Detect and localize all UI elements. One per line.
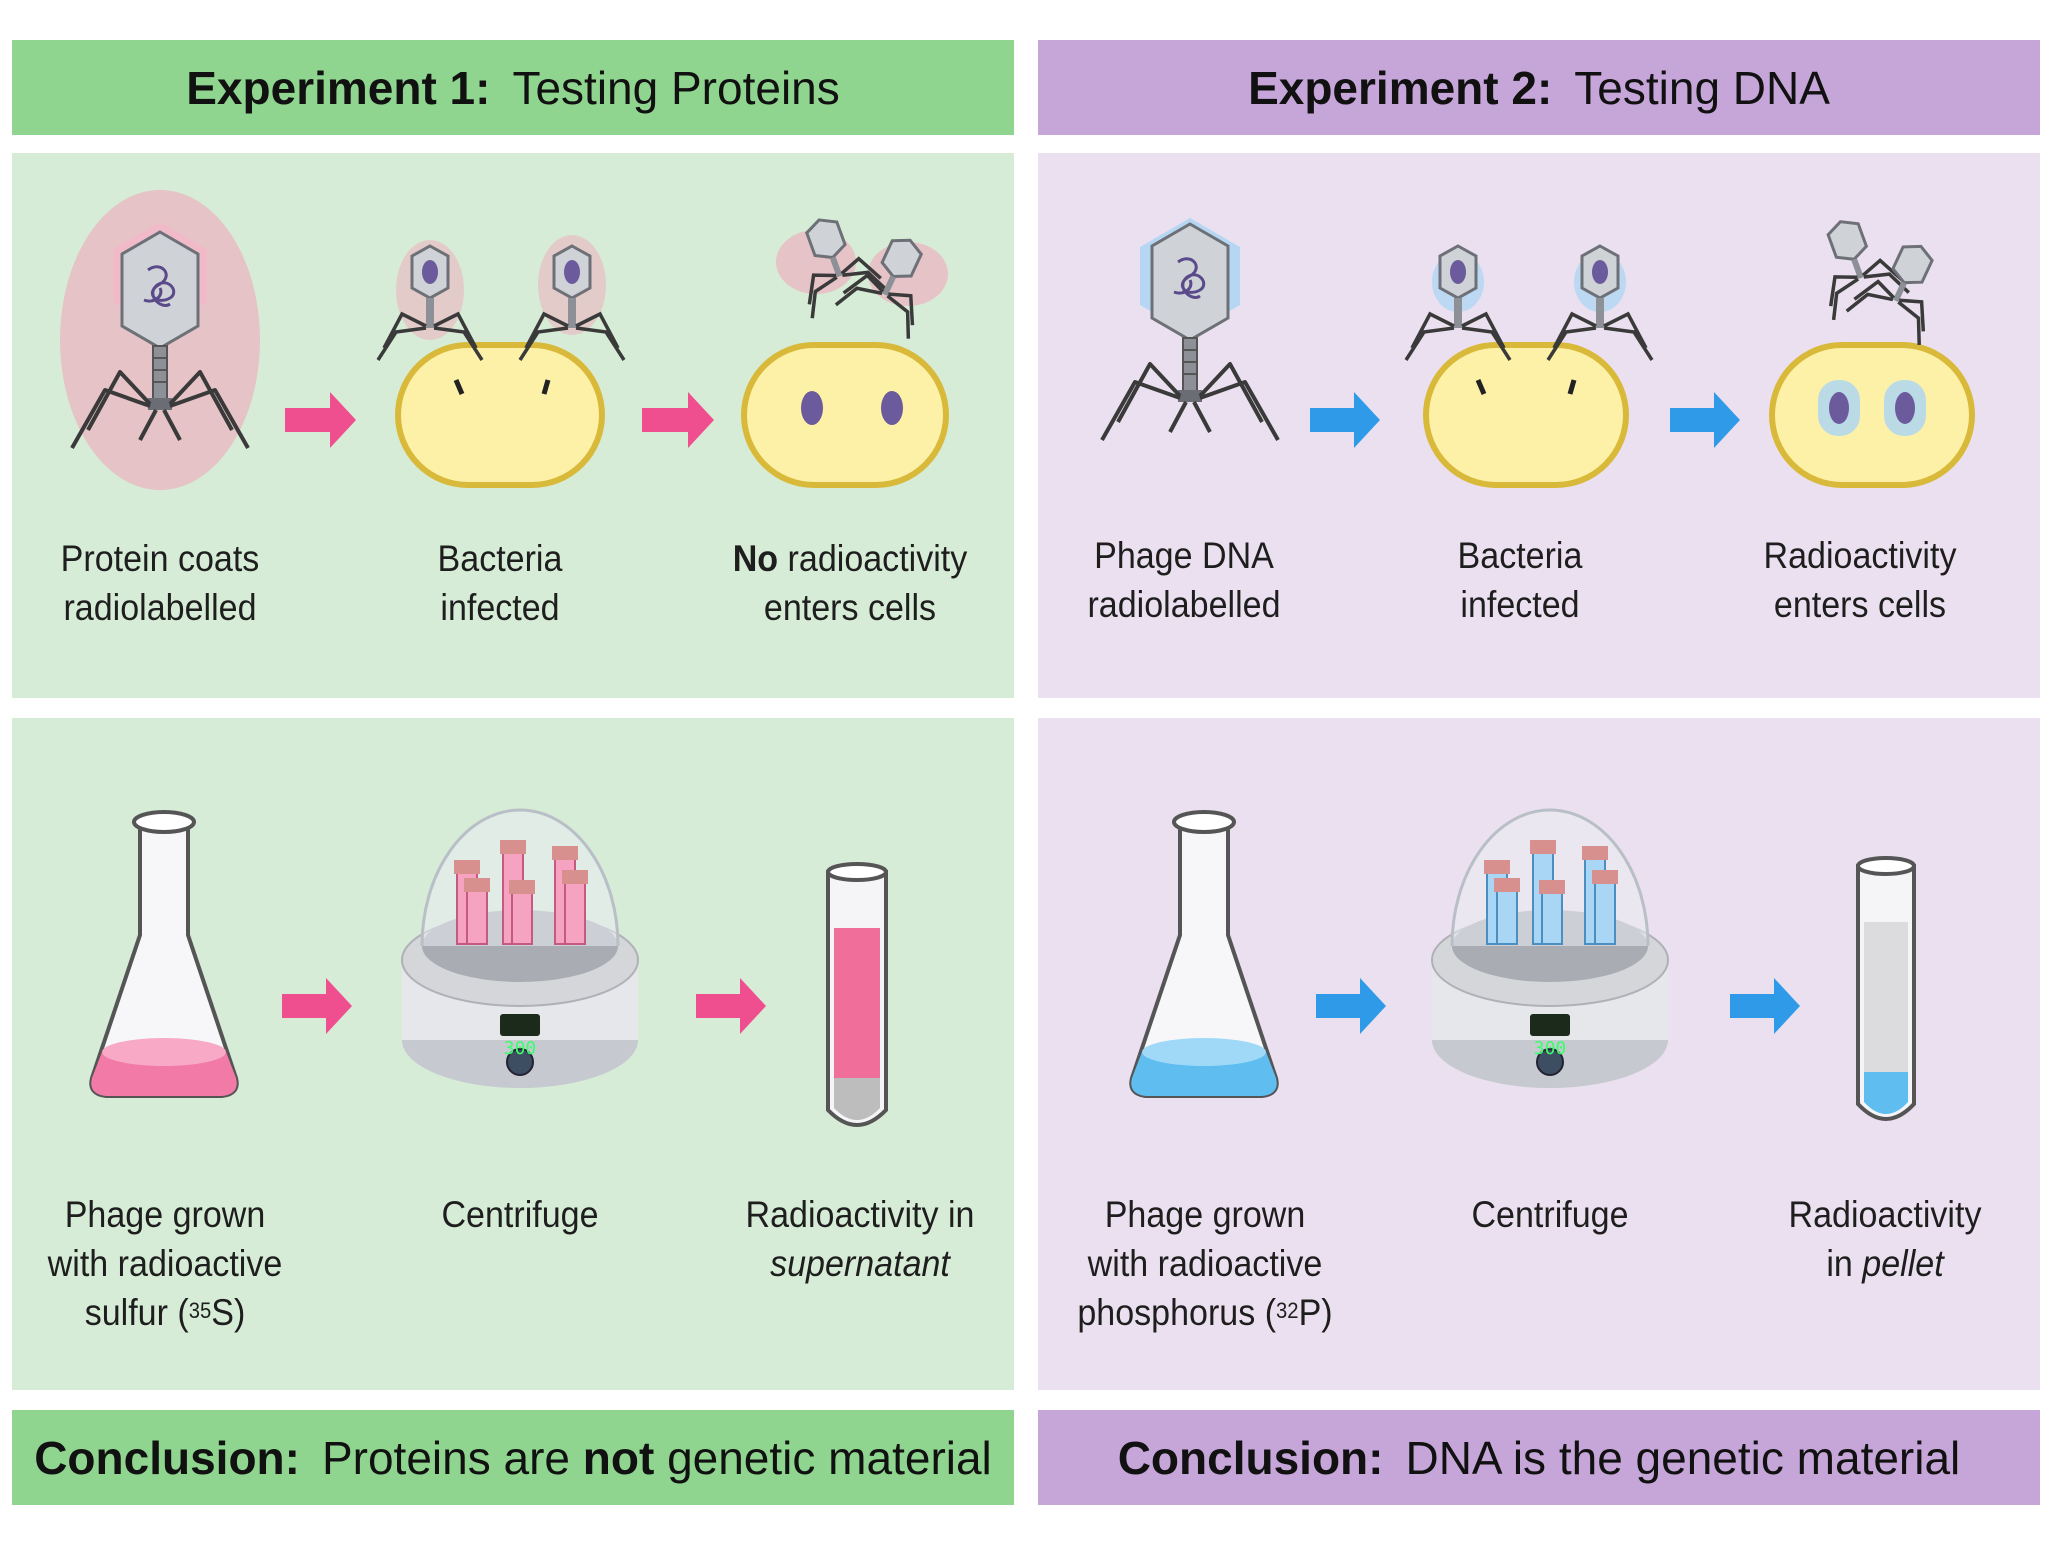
exp2-phage-blue-label-icon bbox=[1100, 218, 1280, 442]
exp1-infected-bacterium-icon bbox=[376, 235, 626, 488]
exp2-infected-bacterium-icon bbox=[1404, 244, 1654, 488]
exp2-conclusion: Conclusion: DNA is the genetic material bbox=[1038, 1410, 2040, 1505]
exp2-arrow-icon-4 bbox=[1730, 978, 1800, 1034]
exp1-test-tube-icon bbox=[826, 862, 888, 1127]
exp2-arrow-icon-3 bbox=[1316, 978, 1386, 1034]
exp1-arrow-icon-2 bbox=[642, 392, 714, 448]
exp2-step1-label: Phage DNA radiolabelled bbox=[1087, 535, 1281, 625]
exp2-test-tube-icon bbox=[1856, 856, 1916, 1121]
exp2-header-bold: Experiment 2: bbox=[1248, 61, 1553, 114]
exp1-step3-label: No radioactivity enters cells bbox=[732, 538, 968, 628]
exp2-header: Experiment 2: Testing DNA bbox=[1038, 40, 2040, 135]
exp1-header-bar bbox=[12, 40, 1014, 135]
exp2-centrifuge-icon bbox=[1430, 808, 1670, 1090]
exp1-conclusion-post: genetic material bbox=[667, 1431, 992, 1484]
exp2-bacterium-result-icon bbox=[1769, 206, 1975, 488]
exp1-conclusion: Conclusion: Proteins are not genetic mat… bbox=[12, 1410, 1014, 1505]
exp1-step1-label: Protein coats radiolabelled bbox=[60, 538, 260, 628]
exp1-conclusion-pre: Proteins are bbox=[321, 1431, 570, 1484]
exp1-arrow-icon-3 bbox=[282, 978, 352, 1034]
exp1-bottom-step2-label: Centrifuge bbox=[441, 1194, 599, 1235]
exp2-conclusion-text: DNA is the genetic material bbox=[1405, 1431, 1961, 1484]
exp2-conclusion-bold: Conclusion: bbox=[1117, 1431, 1384, 1484]
exp1-header-bold: Experiment 1: bbox=[186, 61, 491, 114]
exp1-centrifuge-display: 300 bbox=[504, 1038, 537, 1059]
exp2-bottom-step1-label: Phage grown with radioactive phosphorus … bbox=[1077, 1194, 1333, 1333]
exp2-header-text: Testing DNA bbox=[1574, 61, 1830, 114]
exp2-step3-label: Radioactivity enters cells bbox=[1763, 535, 1957, 625]
exp1-phage-pink-label-icon bbox=[60, 190, 260, 490]
exp1-step2-label: Bacteria infected bbox=[437, 538, 563, 628]
exp2-centrifuge-display: 300 bbox=[1534, 1038, 1567, 1059]
exp1-arrow-icon-1 bbox=[285, 392, 356, 448]
exp1-bacterium-result-icon bbox=[741, 204, 949, 488]
exp1-header: Experiment 1: Testing Proteins bbox=[12, 40, 1014, 135]
exp2-header-bar bbox=[1038, 40, 2040, 135]
exp1-conclusion-bold: Conclusion: bbox=[34, 1431, 300, 1484]
exp1-conclusion-emph: not bbox=[582, 1431, 655, 1484]
exp1-bottom-step3-label: Radioactivity in supernatant bbox=[745, 1194, 975, 1284]
exp1-bottom-step1-label: Phage grown with radioactive sulfur (35S… bbox=[47, 1194, 283, 1333]
exp2-arrow-icon-2 bbox=[1670, 392, 1740, 448]
exp2-bottom-step3-label: Radioactivity in pellet bbox=[1788, 1194, 1982, 1284]
exp1-conclusion-bar bbox=[12, 1410, 1014, 1505]
exp2-step2-label: Bacteria infected bbox=[1457, 535, 1583, 625]
exp1-centrifuge-icon bbox=[400, 808, 640, 1090]
exp2-flask-icon bbox=[1129, 810, 1279, 1098]
exp1-arrow-icon-4 bbox=[696, 978, 766, 1034]
exp2-bottom-step2-label: Centrifuge bbox=[1471, 1194, 1629, 1235]
exp1-flask-icon bbox=[89, 810, 239, 1098]
exp2-arrow-icon-1 bbox=[1310, 392, 1380, 448]
exp2-conclusion-bar bbox=[1038, 1410, 2040, 1505]
exp1-header-text: Testing Proteins bbox=[512, 61, 840, 114]
